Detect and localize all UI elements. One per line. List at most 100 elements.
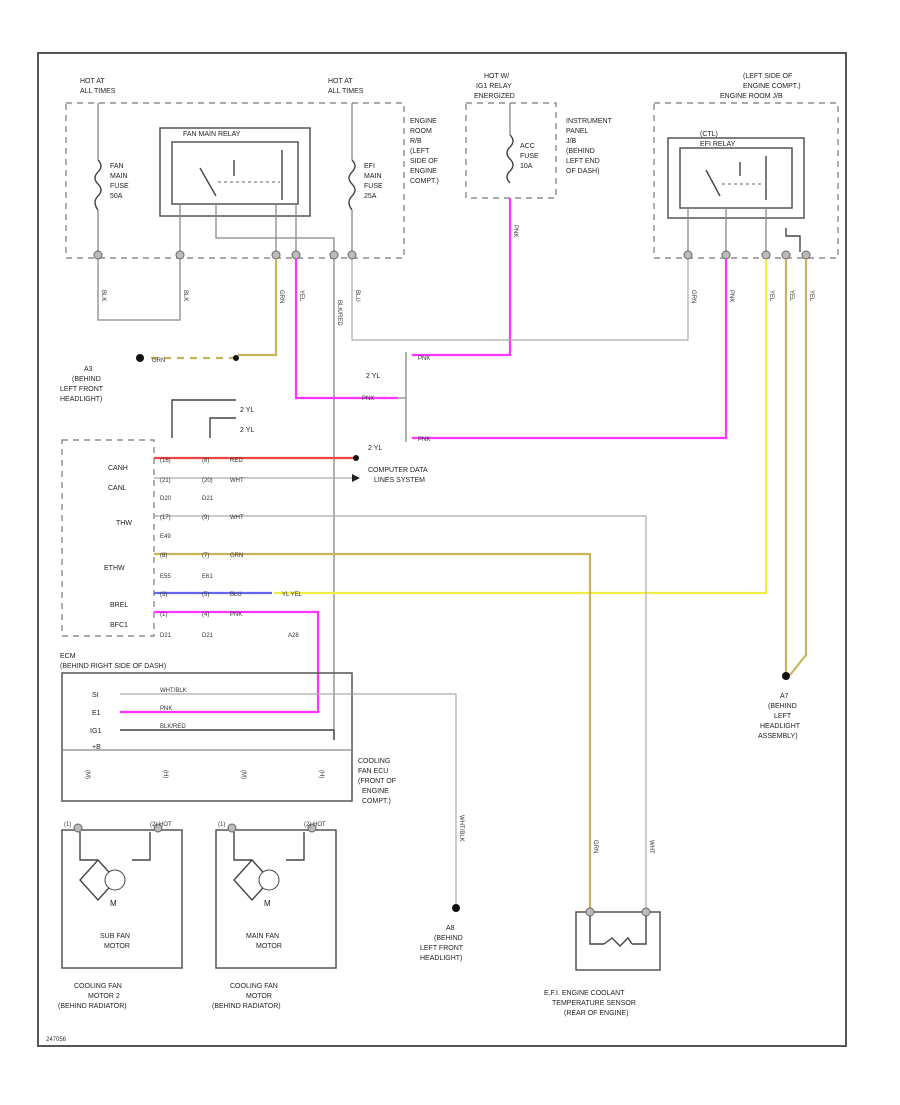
svg-text:2 YL: 2 YL <box>240 407 254 414</box>
svg-text:(17): (17) <box>160 515 171 521</box>
svg-text:PNK: PNK <box>512 225 518 237</box>
svg-text:(3): (3) <box>160 592 167 598</box>
svg-text:ENGINE: ENGINE <box>362 788 389 795</box>
svg-text:A28: A28 <box>288 633 299 639</box>
svg-text:BLU: BLU <box>230 592 242 598</box>
svg-text:ECM: ECM <box>60 653 76 660</box>
svg-text:2 YL: 2 YL <box>368 445 382 452</box>
svg-text:(2) HOT: (2) HOT <box>304 822 326 828</box>
svg-text:D21: D21 <box>202 633 214 639</box>
svg-text:(7): (7) <box>202 553 209 559</box>
svg-text:LEFT FRONT: LEFT FRONT <box>420 945 464 952</box>
svg-text:GRN: GRN <box>230 553 243 559</box>
svg-text:E.F.I. ENGINE COOLANT: E.F.I. ENGINE COOLANT <box>544 990 625 997</box>
svg-text:(REAR OF ENGINE): (REAR OF ENGINE) <box>564 1010 629 1017</box>
svg-text:(BEHIND: (BEHIND <box>768 703 797 710</box>
svg-text:THW: THW <box>116 520 132 527</box>
svg-text:(9): (9) <box>202 515 209 521</box>
svg-text:HEADLIGHT): HEADLIGHT) <box>420 955 462 962</box>
svg-text:(BEHIND RADIATOR): (BEHIND RADIATOR) <box>212 1003 281 1010</box>
svg-text:R/B: R/B <box>410 138 422 145</box>
svg-text:SIDE OF: SIDE OF <box>410 158 438 165</box>
coolant-temperature-sensor: GRN WHT E.F.I. ENGINE COOLANT TEMPERATUR… <box>544 840 661 1017</box>
svg-text:BFC1: BFC1 <box>110 622 128 629</box>
svg-text:BLK/RED: BLK/RED <box>336 300 342 326</box>
svg-text:PNK: PNK <box>728 290 734 302</box>
svg-text:HEADLIGHT): HEADLIGHT) <box>60 396 102 403</box>
svg-text:COMPT.): COMPT.) <box>362 798 391 805</box>
svg-text:D21: D21 <box>202 496 214 502</box>
svg-text:HOT AT: HOT AT <box>328 78 353 85</box>
svg-text:COMPT.): COMPT.) <box>410 178 439 185</box>
svg-text:CANL: CANL <box>108 485 127 492</box>
svg-text:(LEFT: (LEFT <box>410 148 430 155</box>
svg-text:PNK: PNK <box>418 356 430 362</box>
svg-text:ENERGIZED: ENERGIZED <box>474 93 515 100</box>
svg-text:10A: 10A <box>520 163 533 170</box>
svg-text:WHT: WHT <box>230 478 244 484</box>
svg-text:(16): (16) <box>160 458 171 464</box>
svg-text:ROOM: ROOM <box>410 128 432 135</box>
diagram-id: 247056 <box>46 1037 67 1043</box>
svg-text:IG1: IG1 <box>90 728 101 735</box>
svg-text:ENGINE: ENGINE <box>410 118 437 125</box>
svg-text:LEFT END: LEFT END <box>566 158 600 165</box>
svg-text:PNK: PNK <box>418 437 430 443</box>
svg-text:CANH: CANH <box>108 465 128 472</box>
svg-text:ALL TIMES: ALL TIMES <box>80 88 116 95</box>
svg-text:M: M <box>264 899 271 908</box>
svg-text:TEMPERATURE SENSOR: TEMPERATURE SENSOR <box>552 1000 636 1007</box>
svg-text:PANEL: PANEL <box>566 128 589 135</box>
svg-text:2 YL: 2 YL <box>366 373 380 380</box>
svg-text:E1: E1 <box>92 710 101 717</box>
svg-text:MAIN FAN: MAIN FAN <box>246 933 279 940</box>
svg-text:WHT/BLK: WHT/BLK <box>458 815 464 842</box>
svg-text:2 YL: 2 YL <box>240 427 254 434</box>
svg-text:FUSE: FUSE <box>520 153 539 160</box>
svg-text:D20: D20 <box>160 496 172 502</box>
splice-bracket: 2 YL PNK PNK PNK <box>362 352 430 443</box>
svg-text:M: M <box>110 899 117 908</box>
svg-text:LEFT: LEFT <box>774 713 792 720</box>
efi-fuse-block: HOT AT ALL TIMES EFI MAIN FUSE 25A ENGIN… <box>328 78 439 252</box>
svg-text:HOT W/: HOT W/ <box>484 73 509 80</box>
svg-text:EFI: EFI <box>364 163 375 170</box>
ig1-fuse-block: HOT W/ IG1 RELAY ENERGIZED ACC FUSE 10A … <box>412 73 613 357</box>
svg-text:COOLING: COOLING <box>358 758 390 765</box>
svg-text:INSTRUMENT: INSTRUMENT <box>566 118 613 125</box>
svg-text:RED: RED <box>230 458 243 464</box>
svg-text:HEADLIGHT: HEADLIGHT <box>760 723 801 730</box>
svg-text:(1): (1) <box>160 612 167 618</box>
svg-text:GRN: GRN <box>152 358 165 364</box>
svg-text:YEL: YEL <box>298 290 304 302</box>
svg-text:(BEHIND: (BEHIND <box>566 148 595 155</box>
svg-text:(BEHIND RIGHT SIDE OF DASH): (BEHIND RIGHT SIDE OF DASH) <box>60 663 166 670</box>
svg-text:ENGINE: ENGINE <box>410 168 437 175</box>
svg-text:(2) HOT: (2) HOT <box>150 822 172 828</box>
svg-text:E55: E55 <box>160 574 171 580</box>
svg-text:HOT AT: HOT AT <box>80 78 105 85</box>
svg-text:YL YEL: YL YEL <box>282 592 303 598</box>
svg-text:COOLING FAN: COOLING FAN <box>230 983 278 990</box>
fan-main-fuse-block: HOT AT ALL TIMES FAN MAIN FUSE 50A <box>65 78 405 259</box>
svg-text:BLK: BLK <box>100 290 106 301</box>
ground-a3-label: A3 (BEHIND LEFT FRONT HEADLIGHT) <box>60 366 104 403</box>
svg-text:ENGINE ROOM J/B: ENGINE ROOM J/B <box>720 93 783 100</box>
svg-text:25A: 25A <box>364 193 377 200</box>
svg-text:E49: E49 <box>160 534 171 540</box>
svg-text:FAN MAIN RELAY: FAN MAIN RELAY <box>183 131 241 138</box>
svg-text:MAIN: MAIN <box>364 173 382 180</box>
svg-text:J/B: J/B <box>566 138 576 145</box>
svg-text:ASSEMBLY): ASSEMBLY) <box>758 733 798 740</box>
svg-text:(8): (8) <box>202 458 209 464</box>
svg-text:PNK: PNK <box>362 396 374 402</box>
diagram-frame <box>37 52 847 1047</box>
svg-text:(CTL): (CTL) <box>700 131 718 138</box>
svg-text:BREL: BREL <box>110 602 128 609</box>
svg-text:LEFT FRONT: LEFT FRONT <box>60 386 104 393</box>
svg-text:ETHW: ETHW <box>104 565 125 572</box>
svg-text:SUB FAN: SUB FAN <box>100 933 130 940</box>
svg-text:WHT: WHT <box>230 515 244 521</box>
svg-text:YEL: YEL <box>788 290 794 302</box>
svg-text:(M): (M) <box>240 770 246 779</box>
